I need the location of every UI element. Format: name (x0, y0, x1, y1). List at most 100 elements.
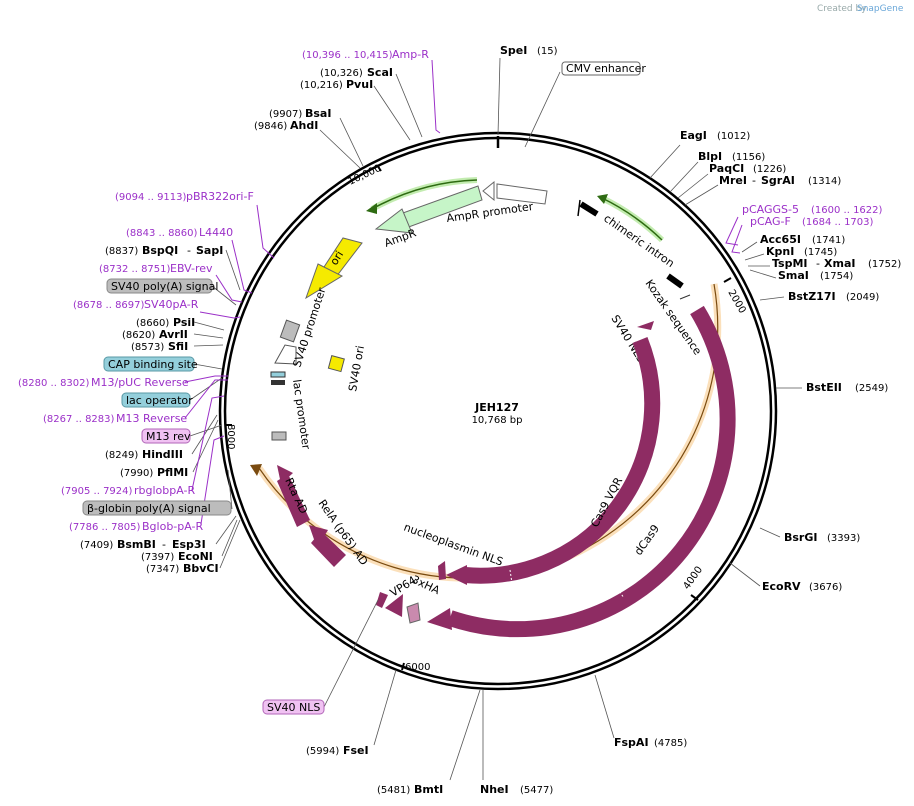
primer-sv40par-pos: (8678 .. 8697) (73, 300, 145, 311)
sv40-polya-feature[interactable] (279, 319, 301, 343)
enzyme-smai-pos: (1754) (820, 271, 853, 282)
enzyme-hindiii[interactable]: HindIII (142, 448, 183, 461)
enzyme-nhei[interactable]: NheI (480, 783, 509, 796)
chimeric-intron-feature[interactable] (579, 201, 599, 217)
m13rev-box[interactable] (141, 428, 191, 444)
cmv-box[interactable] (561, 61, 641, 76)
enzyme-bmti[interactable]: BmtI (414, 783, 443, 796)
primer-l4440[interactable]: L4440 (199, 226, 233, 239)
rta-feature[interactable] (277, 474, 310, 527)
primer-sv40par[interactable]: SV40pA-R (144, 298, 199, 311)
kozak-feature[interactable] (666, 273, 684, 289)
green-arc-top (371, 179, 478, 210)
sv40polya-box[interactable] (106, 278, 213, 294)
enzyme-xmai[interactable]: XmaI (824, 257, 855, 270)
enzyme-bsai[interactable]: BsaI (305, 107, 331, 120)
tick-label-6000: 6000 (405, 662, 430, 673)
dcas9-arrowhead (427, 608, 452, 630)
enzyme-ahdi-pos: (9846) (254, 121, 287, 132)
cap-site-feature[interactable] (270, 371, 286, 378)
enzyme-avrii[interactable]: AvrII (159, 328, 188, 341)
enzyme-scai-pos: (10,326) (320, 68, 363, 79)
enzyme-pvui[interactable]: PvuI (346, 78, 373, 91)
vp64-feature[interactable] (385, 594, 403, 617)
bglobin-box[interactable] (82, 500, 232, 516)
primer-m13puc[interactable]: M13/pUC Reverse (91, 376, 189, 389)
enzyme-pflmi-pos: (7990) (120, 468, 153, 479)
enzyme-bbvci[interactable]: BbvCI (183, 562, 219, 575)
ampr-promoter-arrowhead (482, 180, 495, 202)
enzyme-ecorv[interactable]: EcoRV (762, 580, 801, 593)
enzyme-ahdi[interactable]: AhdI (290, 119, 318, 132)
dcas9-feature[interactable] (447, 305, 736, 638)
sv40-nls-feature-right[interactable] (637, 321, 654, 330)
enzyme-paqci[interactable]: PaqCI (709, 162, 744, 175)
m13rev-feature[interactable] (271, 431, 287, 441)
sv40-promoter-feature[interactable] (274, 344, 297, 365)
enzyme-econi-pos: (7397) (141, 552, 174, 563)
primer-leaders (184, 59, 743, 525)
primer-rbglob-pos: (7905 .. 7924) (61, 486, 133, 497)
enzyme-bstz17i[interactable]: BstZ17I (788, 290, 836, 303)
primer-pcagf[interactable]: pCAG-F (750, 215, 791, 228)
enzyme-fsei-pos: (5994) (306, 746, 339, 757)
enzyme-acc65i[interactable]: Acc65I (760, 233, 801, 246)
enzyme-esp3i[interactable]: Esp3I (172, 538, 206, 551)
3xha-feature[interactable] (406, 602, 421, 624)
enzyme-scai[interactable]: ScaI (367, 66, 393, 79)
kozak-mark (679, 294, 691, 300)
enzyme-blpi-pos: (1156) (732, 152, 765, 163)
svg-text:-: - (816, 257, 820, 270)
enzyme-bsrgi[interactable]: BsrGI (784, 531, 817, 544)
primer-pbr322[interactable]: pBR322ori-F (186, 190, 254, 203)
lacop-box[interactable] (121, 392, 191, 408)
primer-bglobpar[interactable]: Bglob-pA-R (142, 520, 204, 533)
enzyme-bsmbi-pos: (7409) (80, 540, 113, 551)
cas9-vqr-feature[interactable] (464, 337, 661, 584)
primer-m13rev[interactable]: M13 Reverse (116, 412, 187, 425)
chimeric-intron-tick (577, 199, 581, 217)
enzyme-mrei[interactable]: MreI (719, 174, 747, 187)
enzyme-bsteii-pos: (2549) (855, 383, 888, 394)
orange-arc-arrowhead (250, 464, 262, 476)
cap-box[interactable] (103, 356, 195, 372)
primer-rbglob[interactable]: rbglobpA-R (134, 484, 195, 497)
primer-pcaggs5[interactable]: pCAGGS-5 (742, 203, 799, 216)
enzyme-kpni[interactable]: KpnI (766, 245, 794, 258)
enzyme-sapi[interactable]: SapI (196, 244, 223, 257)
enzyme-econi[interactable]: EcoNI (178, 550, 213, 563)
enzyme-smai[interactable]: SmaI (778, 269, 809, 282)
enzyme-mrei-pos: (1314) (808, 176, 841, 187)
primer-ampr[interactable]: Amp-R (392, 48, 429, 61)
ori-arrowhead (305, 263, 344, 300)
primer-ebvrev[interactable]: EBV-rev (170, 262, 213, 275)
enzyme-fsei[interactable]: FseI (343, 744, 369, 757)
enzyme-tspmi[interactable]: TspMI (772, 257, 808, 270)
enzyme-pflmi[interactable]: PflMI (157, 466, 188, 479)
enzyme-eagi[interactable]: EagI (680, 129, 707, 142)
primer-ampr-pos: (10,396 .. 10,415) (302, 50, 393, 61)
enzyme-blpi[interactable]: BlpI (698, 150, 722, 163)
sv40polya-leader (211, 285, 237, 306)
enzyme-fspai-pos: (4785) (654, 738, 687, 749)
ampr-promoter-feature[interactable] (496, 183, 548, 205)
enzyme-psii[interactable]: PsiI (173, 316, 195, 329)
enzyme-sgrai[interactable]: SgrAI (761, 174, 795, 187)
tick-marks (225, 136, 732, 671)
enzyme-bspqi[interactable]: BspQI (142, 244, 178, 257)
rela-arrowhead (309, 525, 328, 548)
lac-operator-feature[interactable] (271, 380, 285, 385)
cas9-vqr-arrowhead (446, 565, 467, 585)
enzyme-bsmbi[interactable]: BsmBI (117, 538, 156, 551)
enzyme-fspai[interactable]: FspAI (614, 736, 649, 749)
primer-pcaggs5-pos: (1600 .. 1622) (811, 205, 883, 216)
sv40nls-box[interactable] (262, 699, 325, 715)
vp64-small-feature[interactable] (376, 592, 388, 608)
cmv-label: CMV enhancer (566, 62, 646, 75)
sv40-ori-label: SV40 ori (346, 345, 367, 393)
enzyme-spei[interactable]: SpeI (500, 44, 527, 57)
nucleoplasmin-nls-feature[interactable] (438, 561, 446, 580)
enzyme-bsteii[interactable]: BstEII (806, 381, 842, 394)
sv40-ori-feature[interactable] (327, 355, 345, 373)
enzyme-sfii[interactable]: SfiI (168, 340, 188, 353)
